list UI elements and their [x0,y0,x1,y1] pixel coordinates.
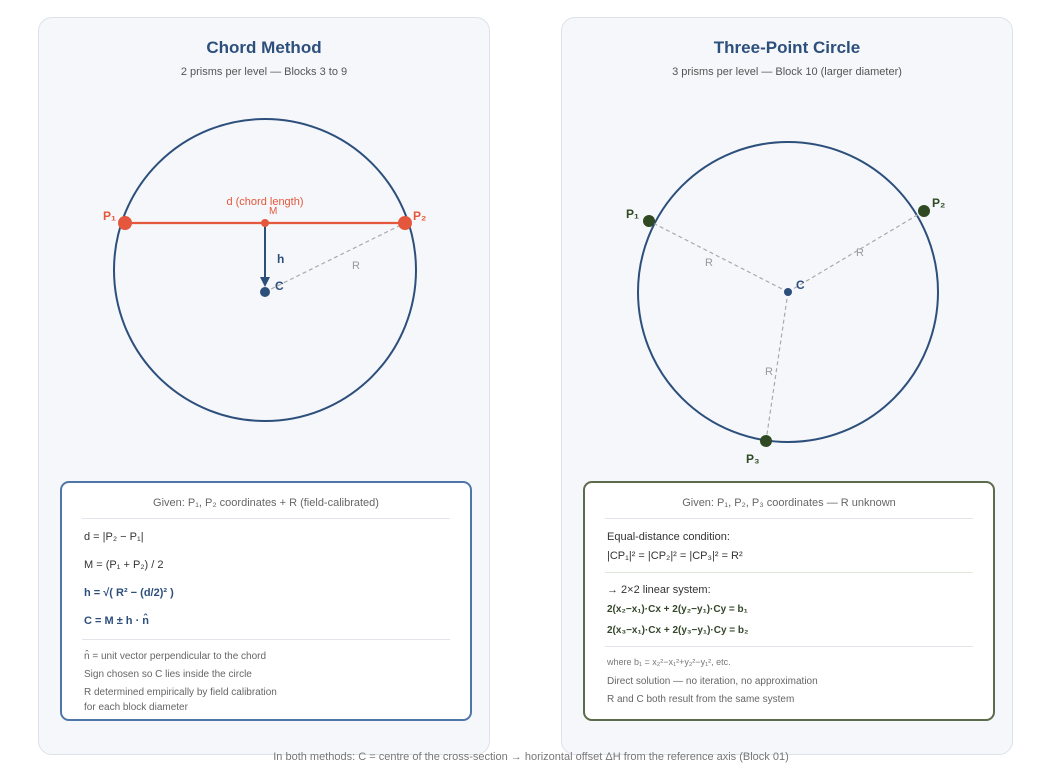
chord-method-diagram: P₁ P₂ d (chord length) M h C R [103,118,426,422]
chord-given-text: Given: P₁, P₂ coordinates + R (field-cal… [153,497,379,509]
r-label: R [352,260,360,272]
section-circle [637,141,939,443]
note-unit-vector: n̂ = unit vector perpendicular to the ch… [84,651,267,662]
p1-label: P₁ [626,207,639,221]
note-calibration: R determined empirically by field calibr… [84,687,277,698]
system-equation-2: 2(x₃−x₁)·Cx + 2(y₃−y₁)·Cy = b₂ [607,625,749,636]
midpoint-m [261,219,269,227]
m-label: M [269,206,277,217]
p1-label: P₁ [103,209,116,223]
h-label: h [277,252,284,266]
note-sign: Sign chosen so C lies inside the circle [84,669,252,680]
p2-point [918,205,930,217]
c-label: C [275,279,284,293]
formula-d: d = |P₂ − P₁| [84,531,144,543]
section-circle [113,118,417,422]
chord-method-subtitle: 2 prisms per level — Blocks 3 to 9 [180,66,348,78]
formula-m: M = (P₁ + P₂) / 2 [84,559,164,571]
radius-line-1 [648,220,789,293]
p1-point [118,216,132,230]
system-title: → 2×2 linear system: [607,584,711,596]
three-point-given-text: Given: P₁, P₂, P₃ coordinates — R unknow… [682,497,896,509]
radius-line-2 [787,210,925,293]
p2-label: P₂ [413,209,426,223]
p3-label: P₃ [746,452,760,466]
three-point-diagram: P₁ P₂ P₃ C R R R [626,141,945,466]
r2-label: R [856,247,864,259]
divider [605,518,973,519]
centre-c-point [260,287,270,297]
three-point-formula-box: Given: P₁, P₂, P₃ coordinates — R unknow… [583,481,995,721]
condition-equation: |CP₁|² = |CP₂|² = |CP₃|² = R² [607,550,743,562]
chord-method-card: Chord Method 2 prisms per level — Blocks… [38,17,490,755]
system-equation-1: 2(x₂−x₁)·Cx + 2(y₂−y₁)·Cy = b₁ [607,604,748,615]
formula-c: C = M ± h · n̂ [84,615,150,627]
chord-label: d (chord length) [226,196,303,208]
note-direct-solution: Direct solution — no iteration, no appro… [607,676,818,687]
three-point-title: Three-Point Circle [713,38,861,57]
note-b-definition: where b₁ = x₂²−x₁²+y₂²−y₁², etc. [607,657,731,667]
divider [82,518,450,519]
formula-h: h = √( R² − (d/2)² ) [84,587,174,599]
r1-label: R [705,257,713,269]
p1-point [643,215,655,227]
divider [82,639,450,640]
c-label: C [796,278,805,292]
p2-label: P₂ [932,196,945,210]
chord-method-formula-box: Given: P₁, P₂ coordinates + R (field-cal… [60,481,472,721]
divider [605,646,973,647]
footer-note: In both methods: C = centre of the cross… [273,751,789,763]
centre-c-point [784,288,792,296]
p3-point [760,435,772,447]
note-block-diameter: for each block diameter [84,702,188,713]
chord-method-title: Chord Method [206,38,322,57]
note-same-system: R and C both result from the same system [607,694,795,705]
radius-line [264,222,406,293]
condition-title: Equal-distance condition: [607,531,730,543]
divider [605,572,973,573]
p2-point [398,216,412,230]
three-point-subtitle: 3 prisms per level — Block 10 (larger di… [672,66,902,78]
r3-label: R [765,366,773,378]
three-point-circle-card: Three-Point Circle 3 prisms per level — … [561,17,1013,755]
